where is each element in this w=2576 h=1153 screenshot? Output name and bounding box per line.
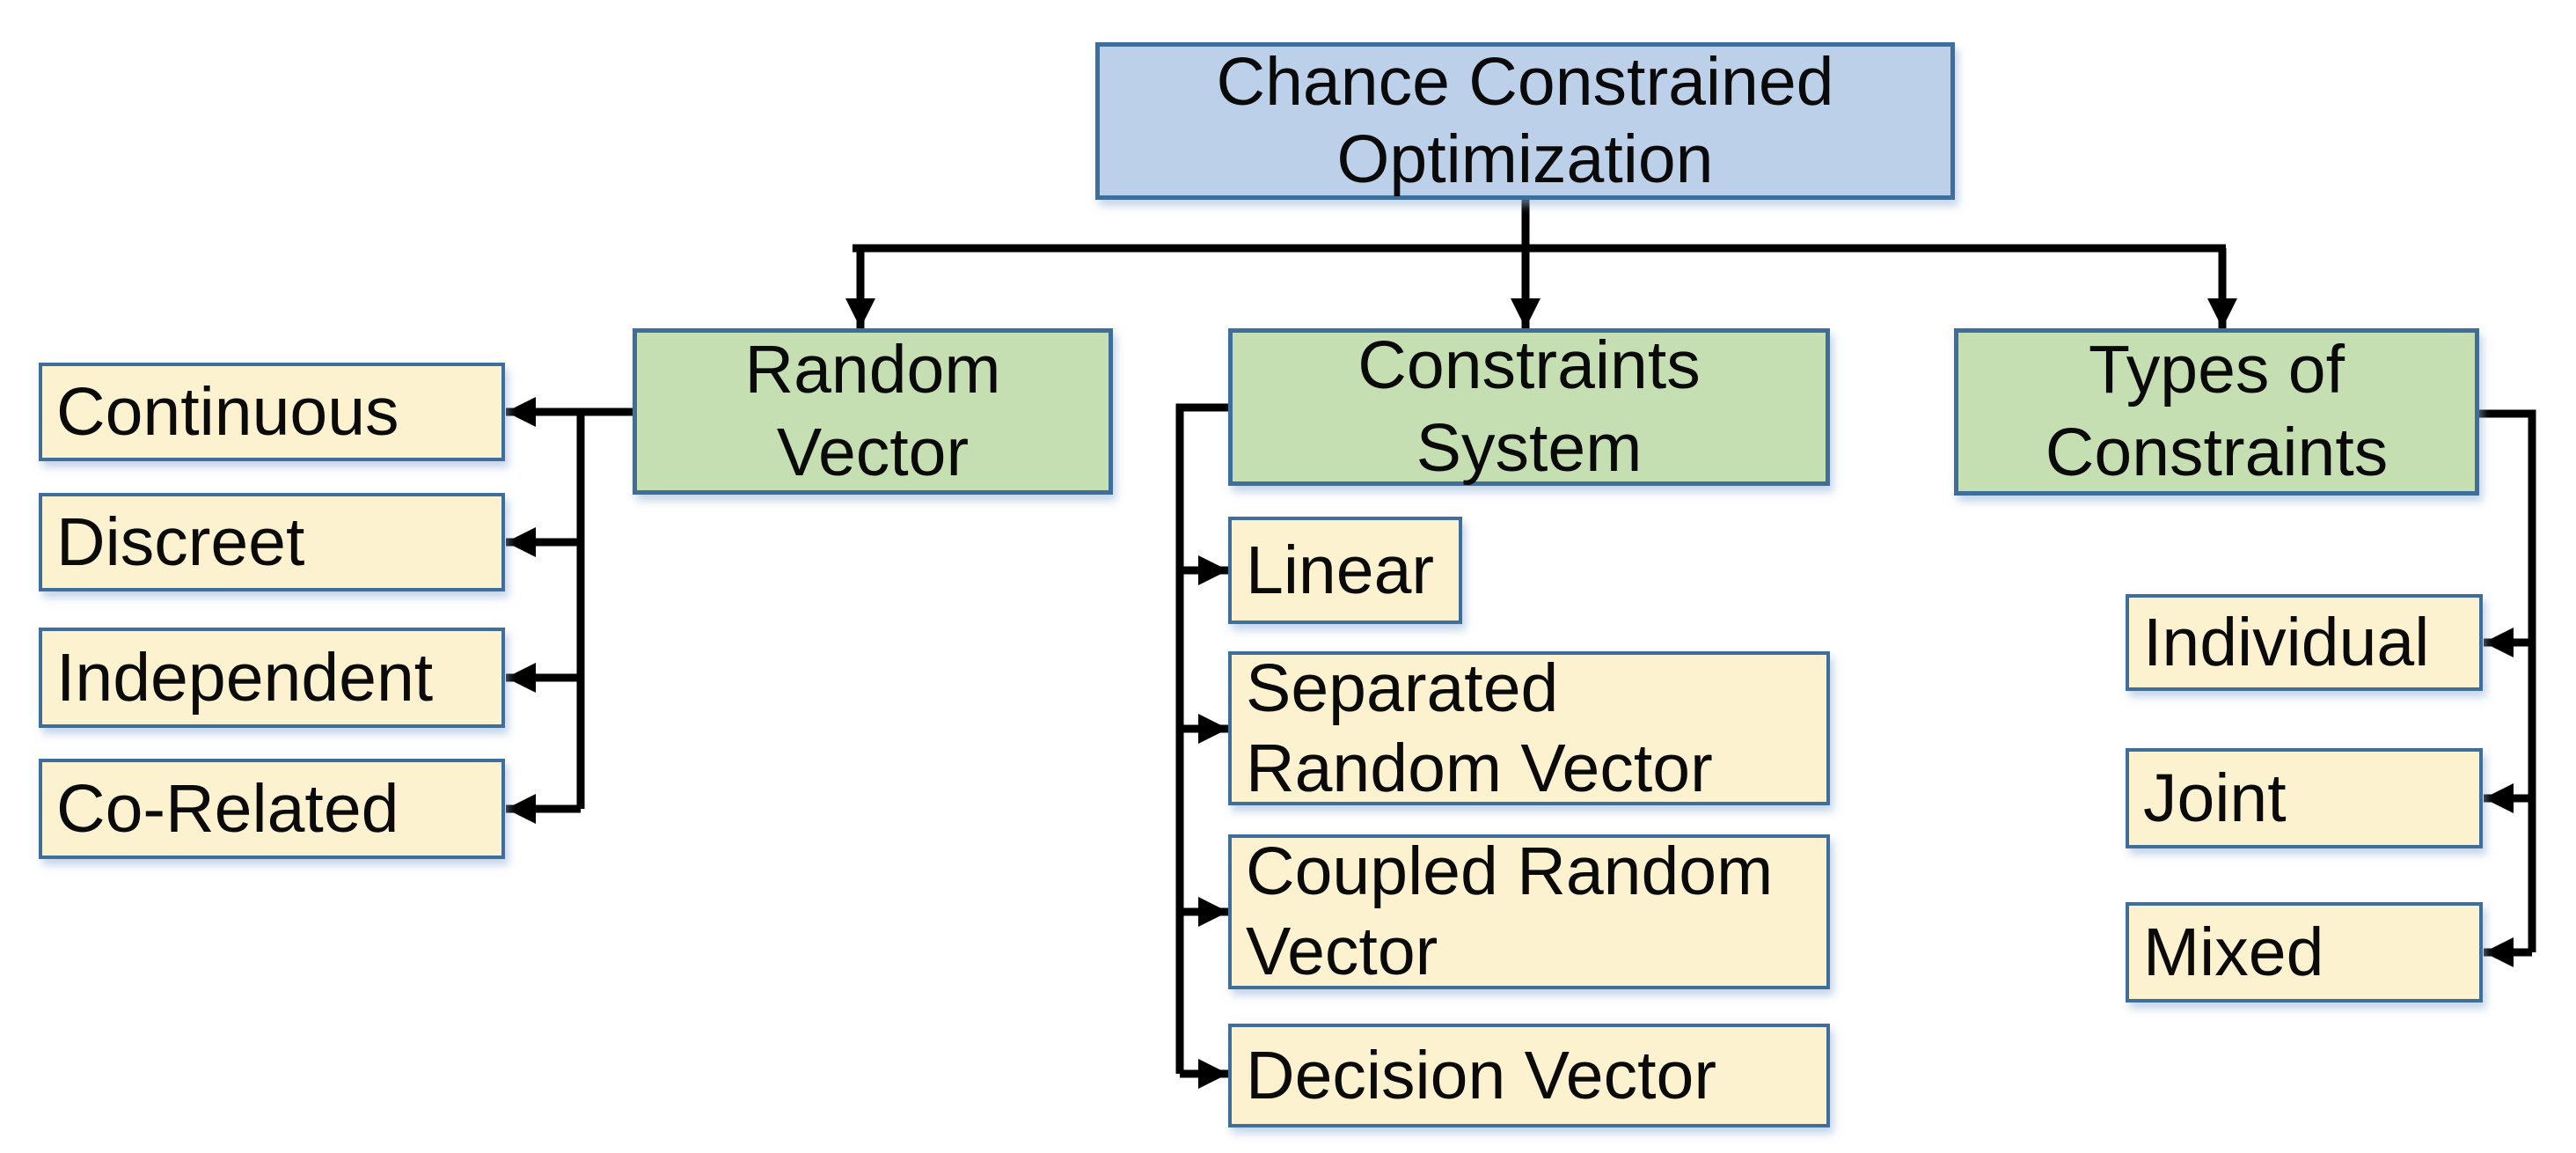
- leaf-coupled-random-vector: Coupled Random Vector: [1228, 834, 1830, 989]
- leaf-label: Independent: [56, 639, 434, 716]
- node-label: Constraints System: [1358, 327, 1701, 486]
- node-label: Chance Constrained Optimization: [1216, 43, 1834, 197]
- leaf-mixed: Mixed: [2126, 902, 2483, 1002]
- leaf-decision-vector: Decision Vector: [1228, 1024, 1830, 1127]
- leaf-discreet: Discreet: [39, 493, 505, 591]
- connector-root-trunk: [853, 198, 2226, 253]
- leaf-co-related: Co-Related: [39, 759, 505, 859]
- node-label: Random Vector: [744, 331, 1001, 490]
- leaf-label: Separated Random Vector: [1246, 650, 1713, 806]
- leaf-independent: Independent: [39, 628, 505, 728]
- leaf-label: Continuous: [56, 373, 399, 450]
- leaf-label: Coupled Random Vector: [1246, 834, 1774, 989]
- connector-random-vector-rail: [576, 408, 633, 809]
- leaf-label: Joint: [2143, 760, 2287, 836]
- leaf-label: Mixed: [2143, 914, 2324, 990]
- leaf-label: Decision Vector: [1246, 1037, 1716, 1113]
- leaf-linear: Linear: [1228, 517, 1462, 624]
- leaf-label: Discreet: [56, 503, 305, 580]
- node-types-of-constraints: Types of Constraints: [1954, 328, 2479, 496]
- leaf-label: Linear: [1246, 532, 1435, 608]
- connector-types-rail: [2479, 409, 2536, 952]
- leaf-separated-random-vector: Separated Random Vector: [1228, 650, 1830, 806]
- leaf-individual: Individual: [2126, 594, 2483, 691]
- connector-constraints-rail: [1175, 403, 1228, 1074]
- leaf-label: Individual: [2143, 604, 2430, 680]
- leaf-continuous: Continuous: [39, 363, 505, 461]
- leaf-joint: Joint: [2126, 748, 2483, 848]
- leaf-label: Co-Related: [56, 770, 399, 847]
- node-label: Types of Constraints: [2045, 332, 2389, 490]
- node-random-vector: Random Vector: [633, 328, 1113, 495]
- node-chance-constrained-optimization: Chance Constrained Optimization: [1095, 42, 1955, 200]
- node-constraints-system: Constraints System: [1228, 327, 1830, 486]
